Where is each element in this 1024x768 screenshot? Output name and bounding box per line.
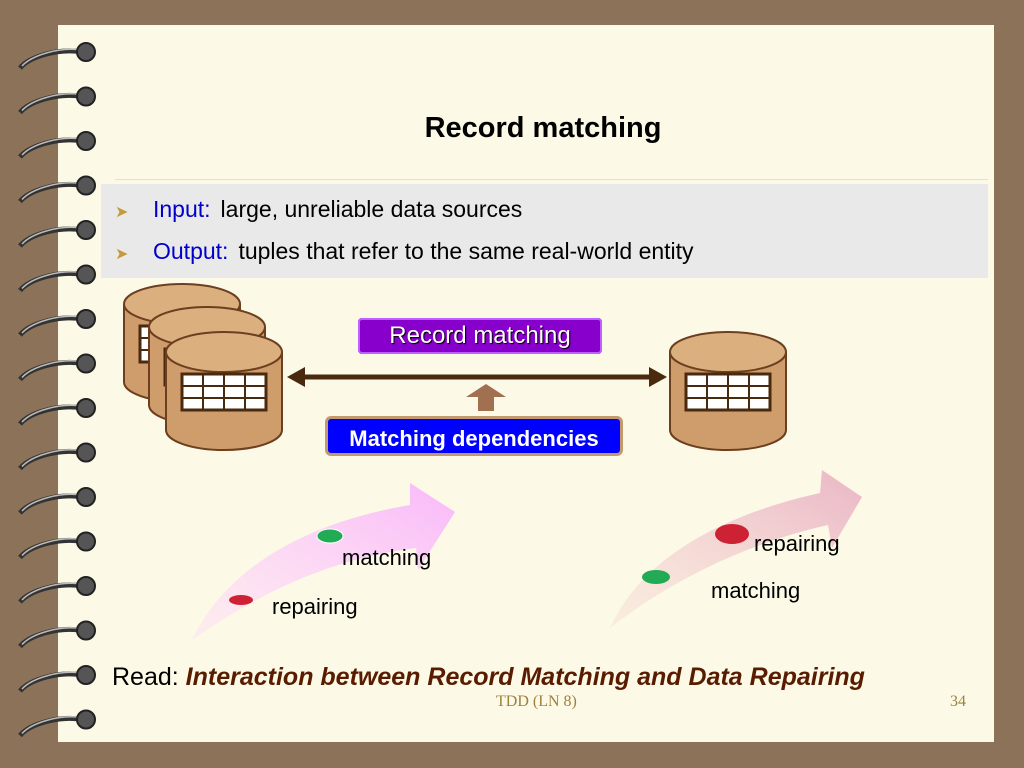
binding-wire-highlight	[21, 93, 81, 112]
binding-wire-highlight	[21, 404, 81, 423]
left-label-repairing: repairing	[272, 594, 358, 619]
bullet-text: large, unreliable data sources	[220, 196, 523, 222]
right-label-matching: matching	[711, 578, 801, 603]
binding-wire-highlight	[21, 716, 81, 735]
bullet-arrow-icon: ➤	[115, 204, 129, 221]
red-dot-icon	[715, 524, 749, 544]
binding-wire-highlight	[21, 627, 81, 646]
right-label-repairing: repairing	[754, 531, 840, 556]
footer-page-number: 34	[950, 693, 966, 710]
left-progress-arrow	[192, 483, 455, 640]
database-icon	[164, 330, 284, 452]
bullet-output: ➤ Output: tuples that refer to the same re…	[115, 238, 694, 265]
matching-dependencies-box: Matching dependencies	[325, 416, 623, 456]
read-prefix: Read:	[112, 663, 179, 691]
title-divider	[115, 179, 988, 180]
binding-hole	[76, 398, 96, 418]
binding-wire-highlight	[21, 449, 81, 468]
up-arrow-icon	[466, 384, 506, 411]
binding-hole	[76, 42, 96, 62]
bullet-input: ➤ Input: large, unreliable data sources	[115, 196, 522, 223]
bullet-list: ➤ Input: large, unreliable data sources ➤ O…	[101, 184, 988, 278]
reading-reference: Read: Interaction between Record Matchin…	[112, 663, 865, 692]
bullet-text: tuples that refer to the same real-world…	[238, 238, 694, 264]
binding-wire-highlight	[21, 671, 81, 690]
bullet-key: Input:	[153, 196, 211, 222]
binding-hole	[76, 264, 96, 285]
binding-hole	[76, 442, 96, 463]
green-dot-icon	[316, 528, 344, 544]
binding-hole	[76, 86, 96, 107]
green-dot-icon	[642, 570, 670, 584]
binding-wire-highlight	[21, 582, 81, 601]
left-label-matching: matching	[342, 545, 432, 570]
slide-title: Record matching	[424, 112, 662, 144]
binding-hole	[76, 309, 96, 329]
footer-course: TDD (LN 8)	[496, 693, 577, 710]
binding-wire-highlight	[21, 48, 81, 67]
binding-hole	[76, 665, 96, 685]
binding-wire-highlight	[21, 360, 81, 379]
binding-wire-highlight	[21, 271, 81, 290]
read-title: Interaction between Record Matching and …	[185, 663, 865, 691]
bullet-key: Output:	[153, 238, 229, 264]
binding-wire-highlight	[21, 538, 81, 557]
binding-hole	[76, 353, 96, 374]
binding-hole	[76, 175, 96, 196]
red-dot-icon	[229, 595, 253, 605]
binding-hole	[76, 620, 96, 641]
binding-wire-highlight	[21, 315, 81, 334]
binding-hole	[76, 709, 96, 730]
record-matching-box: Record matching	[358, 318, 602, 354]
right-progress-arrow	[610, 470, 862, 628]
binding-wire-highlight	[21, 182, 81, 201]
binding-wire-highlight	[21, 137, 81, 156]
binding-hole	[76, 131, 96, 151]
binding-wire-highlight	[21, 226, 81, 245]
spiral-binding	[18, 42, 96, 738]
binding-hole	[76, 220, 96, 240]
bullet-arrow-icon: ➤	[115, 246, 129, 263]
binding-wire-highlight	[21, 493, 81, 512]
database-icon	[668, 330, 788, 452]
binding-hole	[76, 487, 96, 507]
binding-hole	[76, 576, 96, 596]
binding-hole	[76, 531, 96, 552]
double-arrow-icon	[287, 367, 667, 387]
